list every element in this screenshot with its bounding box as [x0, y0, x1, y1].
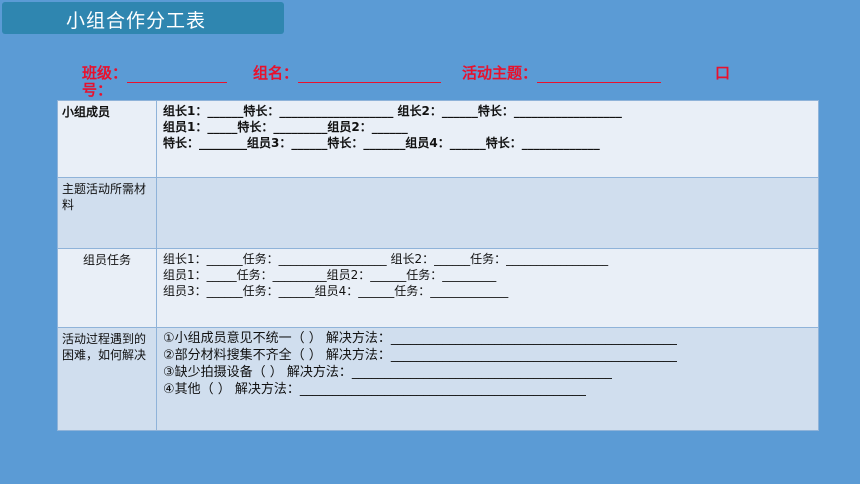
row-label-members: 小组成员 [57, 100, 157, 178]
table-row: 组员任务 组长1：______任务：__________________ 组长2… [57, 248, 819, 328]
tasks-content: 组长1：______任务：__________________ 组长2：____… [156, 248, 819, 328]
table-row: 活动过程遇到的困难，如何解决 ①小组成员意见不统一（ ） 解决方法：______… [57, 327, 819, 431]
group-field: 组名： [253, 62, 442, 83]
difficulties-content: ①小组成员意见不统一（ ） 解决方法：_____________________… [156, 327, 819, 431]
theme-label: 活动主题： [462, 64, 538, 82]
division-of-labor-table: 小组成员 组长1：______特长：___________________ 组长… [57, 100, 819, 431]
page-title: 小组合作分工表 [66, 10, 207, 32]
class-label: 班级： [82, 64, 128, 82]
list-item[interactable]: 组员1：_____任务：_________组员2：______任务：______… [163, 268, 497, 282]
list-item[interactable]: ②部分材料搜集不齐全（ ） 解决方法：_____________________… [163, 348, 677, 363]
row-label-materials: 主题活动所需材料 [57, 177, 157, 249]
list-item[interactable]: ③缺少拍摄设备（ ） 解决方法：________________________… [163, 365, 612, 380]
list-item[interactable]: 组长1：______任务：__________________ 组长2：____… [163, 252, 609, 266]
theme-field: 活动主题： [462, 62, 662, 83]
table-row: 小组成员 组长1：______特长：___________________ 组长… [57, 100, 819, 178]
list-item[interactable]: 组员3：______任务：______组员4：______任务：________… [163, 284, 509, 298]
list-item[interactable]: ④其他（ ） 解决方法：____________________________… [163, 382, 586, 397]
list-item[interactable]: 特长：________组员3：______特长：_______组员4：_____… [163, 136, 600, 150]
row-label-tasks: 组员任务 [57, 248, 157, 328]
number-label-bottom: 号： [82, 81, 113, 99]
table-row: 主题活动所需材料 [57, 177, 819, 249]
header-line: 班级： 组名： 活动主题： 口 号： [82, 62, 762, 99]
class-field: 班级： [82, 62, 228, 83]
group-label: 组名： [253, 64, 299, 82]
group-blank[interactable] [298, 66, 442, 83]
list-item[interactable]: ①小组成员意见不统一（ ） 解决方法：_____________________… [163, 331, 677, 346]
title-banner: 小组合作分工表 [2, 2, 284, 34]
list-item[interactable]: 组员1：_____特长：_________组员2：______ [163, 120, 408, 134]
theme-blank[interactable] [537, 66, 662, 83]
materials-content[interactable] [156, 177, 819, 249]
class-blank[interactable] [127, 66, 228, 83]
number-label-top: 口 [715, 64, 731, 82]
list-item[interactable]: 组长1：______特长：___________________ 组长2：___… [163, 104, 622, 118]
row-label-difficulties: 活动过程遇到的困难，如何解决 [57, 327, 157, 431]
members-content: 组长1：______特长：___________________ 组长2：___… [156, 100, 819, 178]
